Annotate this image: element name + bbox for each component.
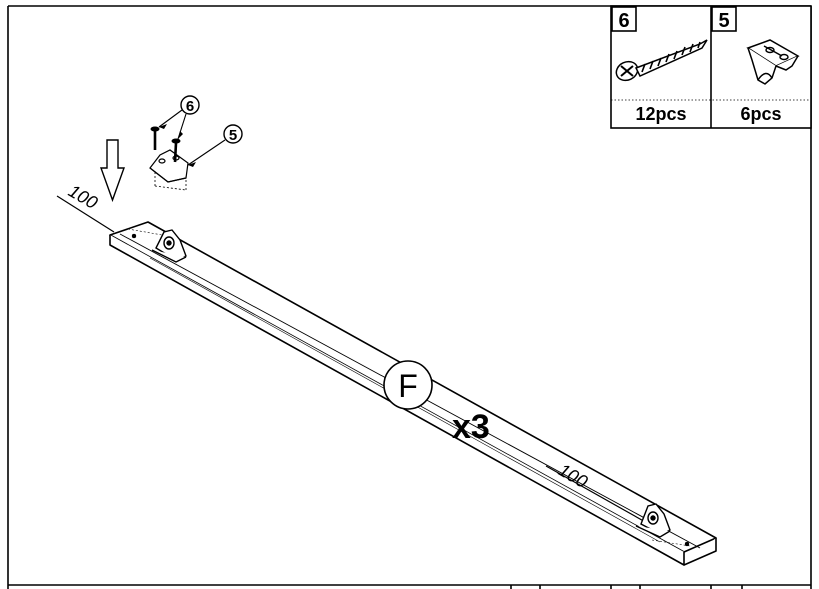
callout-bracket: 5 — [187, 124, 243, 167]
part-quantity-bracket: 6pcs — [740, 104, 781, 124]
bracket-icon — [746, 39, 800, 85]
part-quantity-screw: 12pcs — [635, 104, 686, 124]
quantity-multiplier: x3 — [452, 408, 490, 446]
part-label: F — [398, 368, 418, 404]
screw-icon — [615, 39, 708, 82]
part-label-badge: F — [383, 360, 433, 410]
exploded-bracket-assembly — [149, 149, 189, 191]
down-arrow-icon — [100, 139, 125, 203]
bracket-mounted-left — [151, 229, 187, 263]
callout-bracket-label: 5 — [229, 127, 237, 144]
parts-table-cell-screw: 6 12pcs — [611, 6, 708, 124]
parts-table-cell-bracket: 5 6pcs — [711, 6, 800, 124]
part-number-screw: 6 — [618, 10, 629, 32]
bracket-mounted-right — [635, 503, 671, 538]
callout-screw: 6 — [158, 95, 200, 140]
parts-table: 6 12pcs 5 6pcs — [610, 5, 812, 129]
dimension-label-left: 100 — [65, 181, 101, 213]
part-number-bracket: 5 — [718, 10, 729, 32]
callout-screw-label: 6 — [186, 98, 194, 115]
screw-icon — [150, 126, 181, 163]
dimension-line-left: 100 — [56, 181, 115, 233]
